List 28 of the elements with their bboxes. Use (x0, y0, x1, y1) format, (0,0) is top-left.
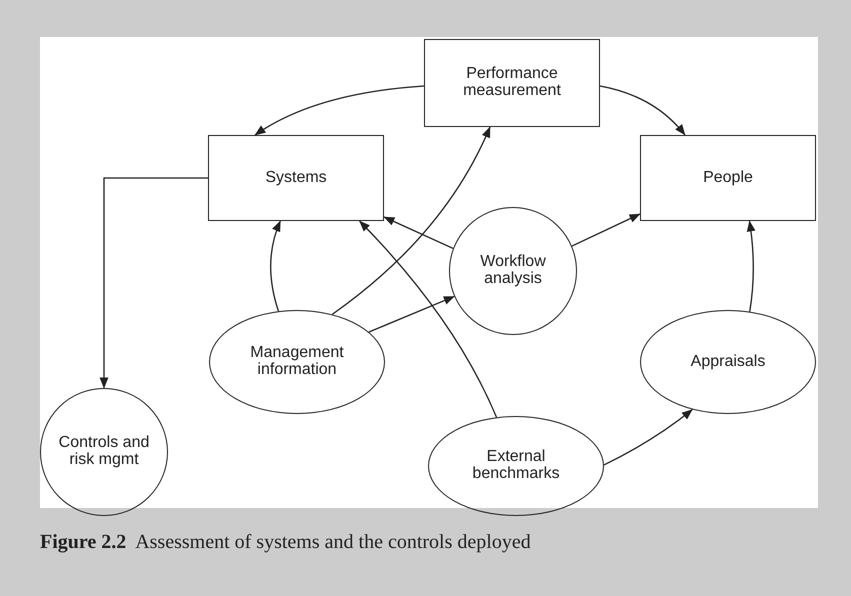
node-label: Workflow analysis (479, 254, 547, 288)
process-box (640, 135, 816, 221)
arrow (572, 213, 640, 247)
ellipse-node (640, 310, 816, 414)
arrow (254, 85, 424, 136)
process-box (208, 135, 384, 221)
arrow (100, 177, 208, 389)
node-label: Management information (249, 345, 345, 379)
node-label: External benchmarks (471, 449, 561, 483)
node-label: Systems (265, 170, 327, 186)
arrow (270, 220, 281, 312)
arrow (604, 409, 693, 466)
arrow (600, 85, 686, 136)
ellipse-node (449, 207, 577, 335)
ellipse-node (428, 416, 604, 516)
node-label: People (703, 170, 753, 186)
arrow (384, 216, 454, 250)
node-label: Appraisals (690, 354, 766, 370)
arrow (368, 296, 455, 333)
node-label: Controls and risk mgmt (58, 435, 150, 469)
process-box (424, 39, 600, 127)
ellipse-node (209, 310, 385, 414)
arrow (746, 220, 756, 312)
node-label: Performance measurement (462, 66, 562, 100)
ellipse-node (40, 388, 168, 516)
arrow (359, 220, 498, 418)
figure-caption: Figure 2.2 Assessment of systems and the controls deployed (40, 531, 531, 554)
arrow (332, 126, 491, 315)
